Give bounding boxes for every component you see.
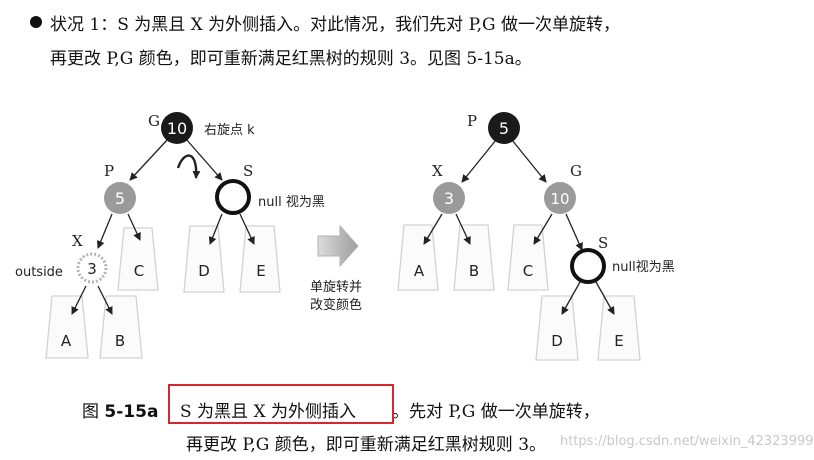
right-node-p-value: 5 (499, 119, 509, 138)
left-note-null-black: null 视为黑 (258, 195, 325, 210)
left-subtree-b: B (115, 332, 125, 350)
right-node-g (544, 182, 576, 214)
right-node-x (433, 182, 465, 214)
left-subtree-d: D (198, 262, 210, 280)
arrow-label-line-2: 改变颜色 (310, 297, 362, 313)
left-node-x-value: 3 (87, 260, 97, 278)
left-note-rotation-point: 右旋点 k (204, 123, 255, 138)
left-subtree-e-shape (239, 225, 281, 293)
caption-line-2: 再更改 P,G 颜色，即可重新满足红黑树规则 3。 (186, 435, 547, 455)
bullet-dot (30, 16, 42, 28)
left-edges (71, 138, 255, 315)
right-node-g-value: 10 (550, 190, 569, 208)
left-subtree-c-shape (117, 227, 159, 291)
right-note-null-black: null视为黑 (612, 260, 675, 275)
left-label-s: S (243, 162, 253, 180)
left-note-outside: outside (15, 265, 63, 280)
caption-figure-number: 5-15a (104, 402, 159, 422)
left-label-g: G (148, 112, 160, 130)
left-label-p: P (104, 162, 114, 180)
right-node-p (488, 112, 520, 144)
intro-line-1: 状况 1：S 为黑且 X 为外侧插入。对此情况，我们先对 P,G 做一次单旋转， (50, 15, 620, 35)
left-node-p (104, 182, 136, 214)
caption-highlight: S 为黑且 X 为外侧插入 (180, 402, 356, 422)
right-node-s (570, 248, 606, 284)
arrow-label-line-1: 单旋转并 (310, 280, 362, 295)
right-node-x-value: 3 (444, 189, 454, 208)
right-label-p: P (467, 112, 477, 130)
left-node-g-value: 10 (167, 119, 187, 138)
watermark: https://blog.csdn.net/weixin_42323999 (560, 434, 814, 449)
left-node-x (76, 252, 108, 284)
left-subtree-a: A (61, 332, 72, 350)
highlight-box (168, 384, 394, 424)
left-node-p-value: 5 (115, 189, 125, 208)
left-subtree-e: E (256, 262, 265, 280)
left-subtree-d-shape (183, 225, 225, 293)
right-label-s: S (598, 234, 608, 252)
left-label-x: X (72, 232, 83, 250)
right-subtree-a-shape (397, 224, 439, 291)
right-label-x: X (432, 162, 443, 180)
red-black-tree-rotation-diagram: 10 5 3 G 右旋点 k P S null 视为黑 X outside A … (15, 112, 675, 361)
caption-rest: 。先对 P,G 做一次单旋转， (392, 402, 600, 422)
caption-line-1: 图 5-15a (82, 397, 158, 422)
right-edges (423, 139, 615, 315)
right-subtree-c-shape (507, 224, 549, 291)
right-subtree-d-shape (535, 295, 579, 361)
right-subtree-e-shape (597, 295, 641, 361)
transform-arrow-icon (317, 224, 359, 268)
right-subtree-d: D (551, 332, 563, 350)
left-node-g (161, 112, 193, 144)
right-subtree-a: A (414, 262, 425, 280)
right-subtree-e: E (614, 332, 623, 350)
left-node-s (215, 179, 251, 215)
rotation-arrow-icon (176, 154, 201, 179)
intro-line-2: 再更改 P,G 颜色，即可重新满足红黑树的规则 3。见图 5-15a。 (50, 49, 532, 69)
left-subtree-c: C (134, 262, 144, 280)
right-subtree-c: C (523, 262, 533, 280)
caption-prefix: 图 (82, 402, 99, 422)
right-subtree-b: B (469, 262, 479, 280)
right-subtree-b-shape (453, 224, 495, 291)
right-label-g: G (570, 162, 582, 180)
